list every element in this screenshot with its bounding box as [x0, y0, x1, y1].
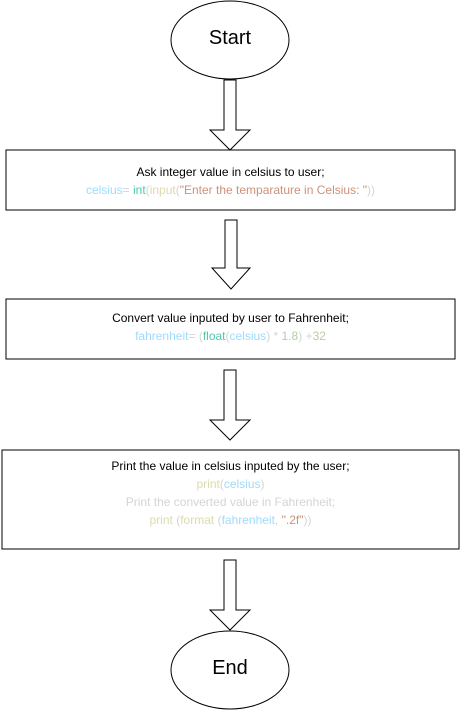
- code-token: fahrenheit: [135, 329, 189, 343]
- end-terminal[interactable]: [170, 630, 290, 710]
- code-token: fahrenheit: [221, 513, 275, 527]
- code-token: +: [302, 329, 313, 343]
- step1-code: celsius= int(input("Enter the temparatur…: [6, 181, 455, 199]
- code-token: )): [303, 513, 312, 527]
- code-token: "Enter the temparature in Celsius: ": [179, 183, 368, 197]
- step3-comment: Print the converted value in Fahrenheit;: [125, 495, 336, 509]
- code-token: celsius: [229, 329, 267, 343]
- step3-print-fahrenheit: print (format (fahrenheit, ".2f")): [2, 511, 459, 529]
- code-token: (: [225, 329, 230, 343]
- step1-text: Ask integer value in celsius to user; ce…: [6, 163, 455, 199]
- step2-title: Convert value inputed by user to Fahrenh…: [112, 311, 349, 325]
- code-token: float: [202, 329, 226, 343]
- code-token: input: [149, 183, 176, 197]
- step3-title: Print the value in celsius inputed by th…: [111, 459, 350, 473]
- step1-box[interactable]: [5, 149, 456, 211]
- step2-code: fahrenheit= (float(celsius) * 1.8) +32: [6, 327, 455, 345]
- code-token: (: [214, 513, 222, 527]
- code-token: (: [145, 183, 150, 197]
- arrow-step2-to-step3: [208, 369, 252, 441]
- code-token: ".2f": [281, 513, 304, 527]
- code-token: ): [260, 477, 265, 491]
- arrow-start-to-step1: [208, 79, 252, 151]
- code-token: print: [196, 477, 220, 491]
- step2-box[interactable]: [5, 298, 456, 360]
- code-token: print: [149, 513, 173, 527]
- code-token: format: [180, 513, 215, 527]
- code-token: ): [298, 329, 303, 343]
- code-token: (: [175, 183, 180, 197]
- code-token: ): [266, 329, 271, 343]
- code-token: ,: [274, 513, 282, 527]
- arrow-step3-to-end: [208, 559, 252, 631]
- step1-title: Ask integer value in celsius to user;: [136, 165, 325, 179]
- code-token: )): [367, 183, 376, 197]
- code-token: 32: [312, 329, 326, 343]
- code-token: *: [270, 329, 282, 343]
- code-token: (: [198, 329, 203, 343]
- code-token: =: [188, 329, 196, 343]
- start-label: Start: [208, 27, 252, 49]
- start-terminal[interactable]: [170, 0, 290, 80]
- code-token: (: [219, 477, 224, 491]
- code-token: (: [172, 513, 181, 527]
- step3-print-celsius: print(celsius): [2, 475, 459, 493]
- code-token: int: [133, 183, 146, 197]
- arrow-step1-to-step2: [210, 219, 252, 290]
- step3-box[interactable]: [1, 449, 460, 550]
- end-label: End: [212, 657, 248, 679]
- step2-text: Convert value inputed by user to Fahrenh…: [6, 309, 455, 345]
- code-token: =: [122, 183, 130, 197]
- code-token: 1.8: [281, 329, 299, 343]
- code-token: celsius: [223, 477, 261, 491]
- code-token: celsius: [85, 183, 123, 197]
- step3-text: Print the value in celsius inputed by th…: [2, 457, 459, 529]
